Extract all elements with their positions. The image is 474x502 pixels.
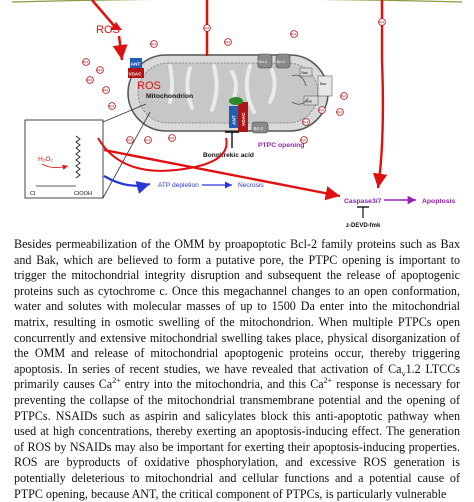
- necrosis-label: Necrosis: [238, 182, 264, 189]
- vdac-right-label: VDAC: [241, 112, 247, 126]
- vdac-left: [128, 68, 144, 78]
- mitochondrion-cristae: [168, 64, 277, 114]
- red-arrow-to-caspase: [103, 148, 341, 201]
- svg-text:Cyt: Cyt: [127, 138, 132, 142]
- bak-label-2: Bak: [306, 100, 312, 104]
- bcl2-label-b: Bcl-2: [277, 60, 286, 64]
- ant-left: [130, 58, 142, 68]
- bcl2-label-a: Bcl-2: [259, 60, 268, 64]
- ros-top-label: ROS: [96, 24, 120, 36]
- svg-text:Cyt: Cyt: [303, 120, 308, 124]
- cyt-marker: Cyt: [300, 136, 308, 144]
- h2o2-label: H₂O₂: [38, 156, 53, 163]
- cyt-marker: Cyt: [96, 66, 104, 74]
- cyt-marker: Cyt: [102, 86, 110, 94]
- svg-text:Cyt: Cyt: [341, 94, 346, 98]
- svg-text:Cyt: Cyt: [87, 78, 92, 82]
- ant-right: [229, 106, 238, 128]
- atp-arrow: [103, 175, 151, 194]
- vdac-right: [238, 102, 248, 132]
- body-text-part-3: entry into the mitochondria, and this Ca: [120, 377, 324, 392]
- cyt-marker: Cyt: [144, 136, 152, 144]
- cyt-marker: Cyt: [82, 58, 90, 66]
- cyt-marker: Cyt: [302, 118, 310, 126]
- vdac-left-label: VDAC: [129, 72, 143, 77]
- svg-text:Cyt: Cyt: [151, 42, 156, 46]
- body-text-part-2: 1.2 LTCCs primarily causes Ca: [14, 361, 460, 392]
- mitochondrion-label: Mitochondrion: [146, 93, 193, 100]
- atp-depletion-label: ATP depletion: [158, 182, 199, 189]
- cardiolipin-inset: [24, 119, 104, 199]
- cyt-marker: Cyt: [378, 18, 386, 26]
- cell-membrane: [11, 0, 463, 3]
- h2o2-arrow: [41, 163, 69, 170]
- cyt-marker: Cyt: [336, 108, 344, 116]
- bak-bax-proteins: Bak Bax Bak: [291, 67, 333, 106]
- svg-text:Cyt: Cyt: [83, 60, 88, 64]
- ant-left-label: ANT: [131, 62, 141, 68]
- ca-channel-subscript: v: [401, 369, 406, 379]
- svg-text:Cyt: Cyt: [225, 40, 230, 44]
- cardiolipin-chain: [75, 135, 81, 179]
- top-red-arrow-left: [91, 0, 117, 29]
- ros-to-mito-arrow: [112, 35, 128, 61]
- apoptosis-label: Apoptosis: [422, 198, 455, 205]
- svg-text:Cyt: Cyt: [379, 20, 384, 24]
- cyt-marker: Cyt: [150, 40, 158, 48]
- cyt-marker: Cyt: [168, 134, 176, 142]
- red-arrow-right-curve: [372, 59, 388, 189]
- clooh-label: ClOOH: [74, 191, 92, 197]
- svg-text:Cyt: Cyt: [301, 138, 306, 142]
- cyt-marker: Cyt: [86, 76, 94, 84]
- svg-text:Cyt: Cyt: [291, 32, 296, 36]
- caspase-label: Caspase3/7: [344, 198, 382, 205]
- body-paragraph: Besides permeabilization of the OMM by p…: [14, 237, 460, 502]
- svg-text:Cyt: Cyt: [169, 136, 174, 140]
- cl-label: Cl: [30, 191, 35, 197]
- cytochrome-c-markers: Cyt Cyt Cyt Cyt Cyt Cyt Cyt Cyt Cyt Cyt …: [82, 18, 386, 144]
- cyt-marker: Cyt: [290, 30, 298, 38]
- svg-text:Cyt: Cyt: [319, 108, 324, 112]
- bcl2-label-c: Bcl-2: [254, 126, 264, 131]
- bak-label: Bak: [302, 71, 308, 75]
- cyt-marker: Cyt: [340, 92, 348, 100]
- mitochondria-apoptosis-diagram: ROS Mitochondrion ROS ANT VDAC ANT VDAC …: [11, 0, 463, 229]
- bax-label: Bax: [320, 82, 326, 86]
- cyt-marker: Cyt: [126, 136, 134, 144]
- cyt-marker: Cyt: [108, 102, 116, 110]
- red-curve-to-ptpc: [97, 137, 228, 172]
- svg-text:Cyt: Cyt: [109, 104, 114, 108]
- cyt-marker: Cyt: [224, 38, 232, 46]
- svg-text:Cyt: Cyt: [97, 68, 102, 72]
- ca-charge-superscript-2: 2+: [323, 376, 333, 386]
- ca-charge-superscript-1: 2+: [112, 376, 121, 386]
- svg-text:Cyt: Cyt: [337, 110, 342, 114]
- svg-text:Cyt: Cyt: [145, 138, 150, 142]
- ptpc-opening-label: PTPC opening: [258, 142, 304, 149]
- body-text-part-4: response is necessary for preventing the…: [14, 377, 460, 501]
- svg-text:Cyt: Cyt: [204, 26, 209, 30]
- bongkrekic-label: Bongkrekic acid: [203, 152, 254, 159]
- cardiolipin-pointer-1: [102, 103, 147, 123]
- ptpc-pore-right: [229, 97, 243, 105]
- bcl2-proteins: Bcl-2 Bcl-2 Bcl-2: [251, 53, 291, 134]
- body-text-part-1: Besides permeabilization of the OMM by p…: [14, 237, 460, 376]
- cyt-marker: Cyt: [203, 24, 211, 32]
- ros-mito-label: ROS: [137, 80, 161, 92]
- cyt-marker: Cyt: [318, 106, 326, 114]
- top-red-arrow-left-head: [110, 22, 122, 30]
- zdevd-label: z-DEVD-fmk: [346, 223, 381, 229]
- ant-right-label: ANT: [232, 115, 238, 125]
- svg-text:Cyt: Cyt: [103, 88, 108, 92]
